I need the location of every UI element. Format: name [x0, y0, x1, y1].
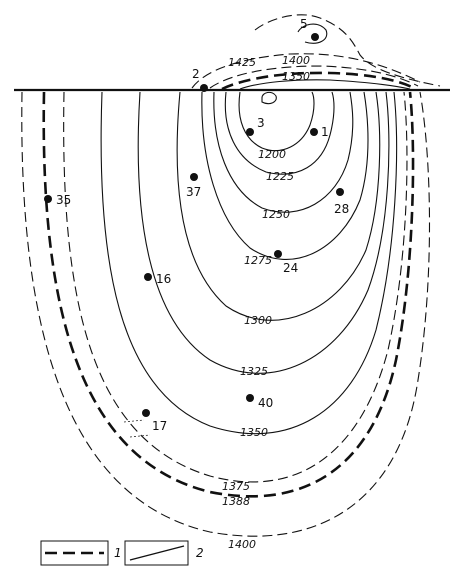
legend-box-1 [40, 540, 109, 566]
label-1350: 1350 [240, 426, 268, 439]
isoline-upper-mound-inner [297, 23, 328, 44]
well-3: 3 [246, 116, 265, 136]
legend-box-2 [124, 540, 189, 566]
label-1425: 1425 [228, 56, 256, 69]
isoline-1300 [176, 91, 381, 321]
isoline-upper-1388 [221, 71, 415, 91]
isoline-1350 [100, 91, 398, 435]
isoline-1200 [238, 91, 315, 152]
label-1400: 1400 [228, 538, 256, 551]
svg-text:28: 28 [334, 202, 349, 216]
well-17: 17 [123, 409, 167, 438]
well-24: 24 [274, 250, 298, 275]
label-1388: 1388 [222, 495, 250, 508]
well-28: 28 [334, 188, 349, 216]
svg-text:24: 24 [283, 261, 298, 275]
svg-text:40: 40 [258, 396, 273, 410]
label-1400-top: 1400 [282, 54, 310, 67]
label-1275: 1275 [244, 254, 272, 267]
legend-swatch-2 [129, 545, 185, 561]
well-40: 40 [246, 394, 273, 410]
well-35: 35 [44, 193, 71, 207]
label-1225: 1225 [266, 170, 294, 183]
well-2: 2 [192, 67, 208, 92]
isoline-1225 [224, 91, 335, 175]
isoline-1250 [213, 91, 354, 213]
isoline-1275 [201, 91, 369, 260]
legend-label-2: 2 [196, 546, 204, 560]
isoline-upper-mound [254, 14, 441, 87]
svg-text:3: 3 [257, 116, 265, 130]
isoline-1388 [42, 91, 415, 498]
label-1350-top: 1350 [282, 70, 310, 83]
well-5: 5 [300, 17, 319, 41]
isoline-1325 [137, 91, 390, 374]
label-1325: 1325 [240, 365, 268, 378]
svg-text:17: 17 [152, 419, 167, 433]
isoline-upper-1425 [191, 53, 421, 89]
legend: 1 2 [40, 540, 204, 566]
label-1200: 1200 [258, 148, 286, 161]
svg-text:35: 35 [56, 193, 71, 207]
well-1: 1 [310, 125, 329, 139]
isoline-small-loop [261, 91, 277, 105]
well-37: 37 [186, 173, 201, 199]
svg-text:1: 1 [321, 125, 329, 139]
label-1375: 1375 [222, 480, 250, 493]
svg-text:5: 5 [300, 17, 308, 31]
label-1300: 1300 [244, 314, 272, 327]
svg-text:16: 16 [156, 272, 171, 286]
svg-text:2: 2 [192, 67, 200, 81]
label-1250: 1250 [262, 208, 290, 221]
well-16: 16 [144, 272, 171, 286]
legend-label-1: 1 [114, 546, 122, 560]
isoline-upper-1350 [239, 79, 411, 90]
isoline-upper-1400 [209, 65, 419, 89]
isoline-1400 [21, 91, 431, 537]
isoline-1375 [63, 91, 408, 483]
svg-text:37: 37 [186, 185, 201, 199]
